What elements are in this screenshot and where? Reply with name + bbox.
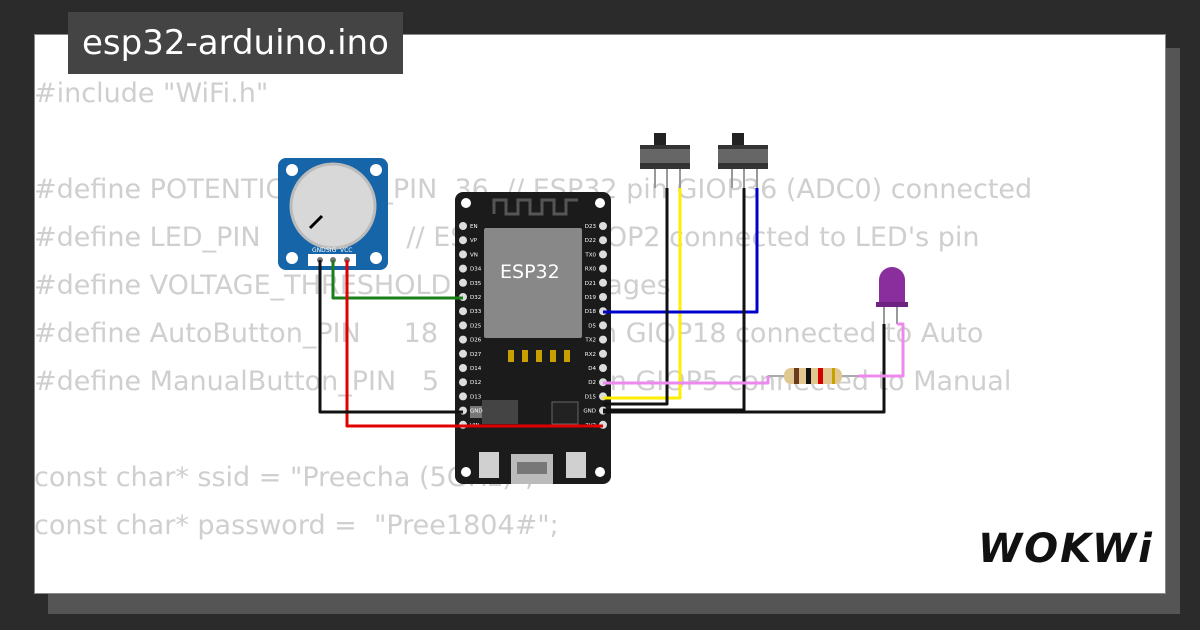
board-pin-label: EN: [470, 224, 478, 230]
board-pin-label: D19: [585, 295, 597, 301]
wire-yellow-switch1[interactable]: [603, 188, 682, 400]
board-pin-label: D12: [470, 380, 481, 386]
board-pin-label: D15: [585, 394, 597, 400]
board-pin-label: D34: [470, 267, 482, 273]
code-line: const char* password = "Pree1804#";: [34, 510, 559, 541]
pot-pin-vcc: VCC: [340, 247, 352, 254]
board-pin-label: GND: [470, 409, 483, 415]
board-pin-hole[interactable]: [599, 335, 607, 344]
code-line: #include "WiFi.h": [34, 78, 269, 109]
pot-pin-sig: SIG: [326, 247, 337, 254]
board-pin-label: VN: [470, 252, 478, 258]
board-pin-hole[interactable]: [599, 236, 607, 245]
code-line: const char* ssid = "Preecha (5GHz)";: [34, 462, 535, 493]
wire-black-switch1[interactable]: [603, 188, 669, 406]
wire-black-switch2[interactable]: [603, 188, 746, 412]
board-pin-hole[interactable]: [459, 250, 467, 259]
board-pin-label: D21: [585, 281, 596, 287]
chip-label: ESP32: [500, 261, 560, 283]
esp32-board[interactable]: ESP32 ENVPVND34D35D32D33D25D26D27D14D12D…: [455, 192, 611, 484]
board-pin-hole[interactable]: [599, 278, 607, 287]
board-pin-hole[interactable]: [459, 321, 467, 330]
wire-green-sig[interactable]: [331, 260, 463, 300]
board-pin-hole[interactable]: [459, 364, 467, 372]
wire-violet-led[interactable]: [603, 376, 770, 385]
board-pin-hole[interactable]: [459, 349, 467, 358]
board-pin-hole[interactable]: [459, 392, 467, 401]
board-pin-hole[interactable]: [599, 349, 607, 358]
board-pin-hole[interactable]: [459, 278, 467, 287]
wire-blue-switch2[interactable]: [603, 188, 759, 314]
wire-black-led[interactable]: [603, 324, 886, 414]
board-pin-hole[interactable]: [459, 335, 467, 344]
slide-switch-1[interactable]: [640, 133, 690, 188]
board-pin-hole[interactable]: [459, 222, 467, 230]
board-pin-label: D27: [470, 352, 482, 358]
board-pin-hole[interactable]: [599, 364, 607, 372]
board-pin-hole[interactable]: [459, 236, 467, 245]
board-pin-label: D26: [470, 338, 482, 344]
board-pin-hole[interactable]: [459, 264, 467, 273]
wire-black-gnd-pot[interactable]: [318, 260, 463, 414]
board-pin-hole[interactable]: [459, 307, 467, 316]
board-pin-label: TX2: [584, 338, 596, 344]
board-pin-label: RX0: [585, 267, 597, 273]
board-pin-hole[interactable]: [459, 378, 467, 387]
board-pin-label: D32: [470, 295, 481, 301]
board-pin-hole[interactable]: [599, 250, 607, 259]
board-pin-label: D4: [588, 366, 596, 372]
pot-pin-gnd: GND: [312, 247, 326, 254]
board-pin-label: D22: [585, 238, 596, 244]
board-pin-label: D33: [470, 309, 482, 315]
board-pin-label: D13: [470, 394, 482, 400]
board-pin-label: VP: [470, 238, 478, 244]
board-pin-label: D2: [588, 380, 596, 386]
board-pin-hole[interactable]: [599, 222, 607, 230]
board-pin-label: D23: [585, 224, 597, 230]
board-pin-label: D18: [585, 309, 597, 315]
resistor[interactable]: [768, 368, 858, 384]
slide-switch-2[interactable]: [718, 133, 768, 188]
board-pin-label: RX2: [585, 352, 596, 358]
board-pin-hole[interactable]: [599, 321, 607, 330]
board-pin-label: TX0: [584, 252, 596, 258]
file-title: esp32-arduino.ino: [68, 12, 403, 74]
board-pin-hole[interactable]: [599, 264, 607, 273]
wokwi-logo: WOKWi: [978, 526, 1154, 572]
board-pin-label: D5: [588, 323, 596, 329]
board-pin-label: D35: [470, 281, 482, 287]
potentiometer[interactable]: GND SIG VCC: [278, 158, 388, 270]
board-pin-label: GND: [583, 409, 596, 415]
led-violet[interactable]: [876, 267, 908, 324]
wire-violet-resistor[interactable]: [858, 322, 905, 378]
board-pin-label: D14: [470, 366, 482, 372]
board-pin-label: D25: [470, 323, 482, 329]
board-pin-hole[interactable]: [599, 293, 607, 301]
wire-red-vcc[interactable]: [345, 260, 603, 428]
